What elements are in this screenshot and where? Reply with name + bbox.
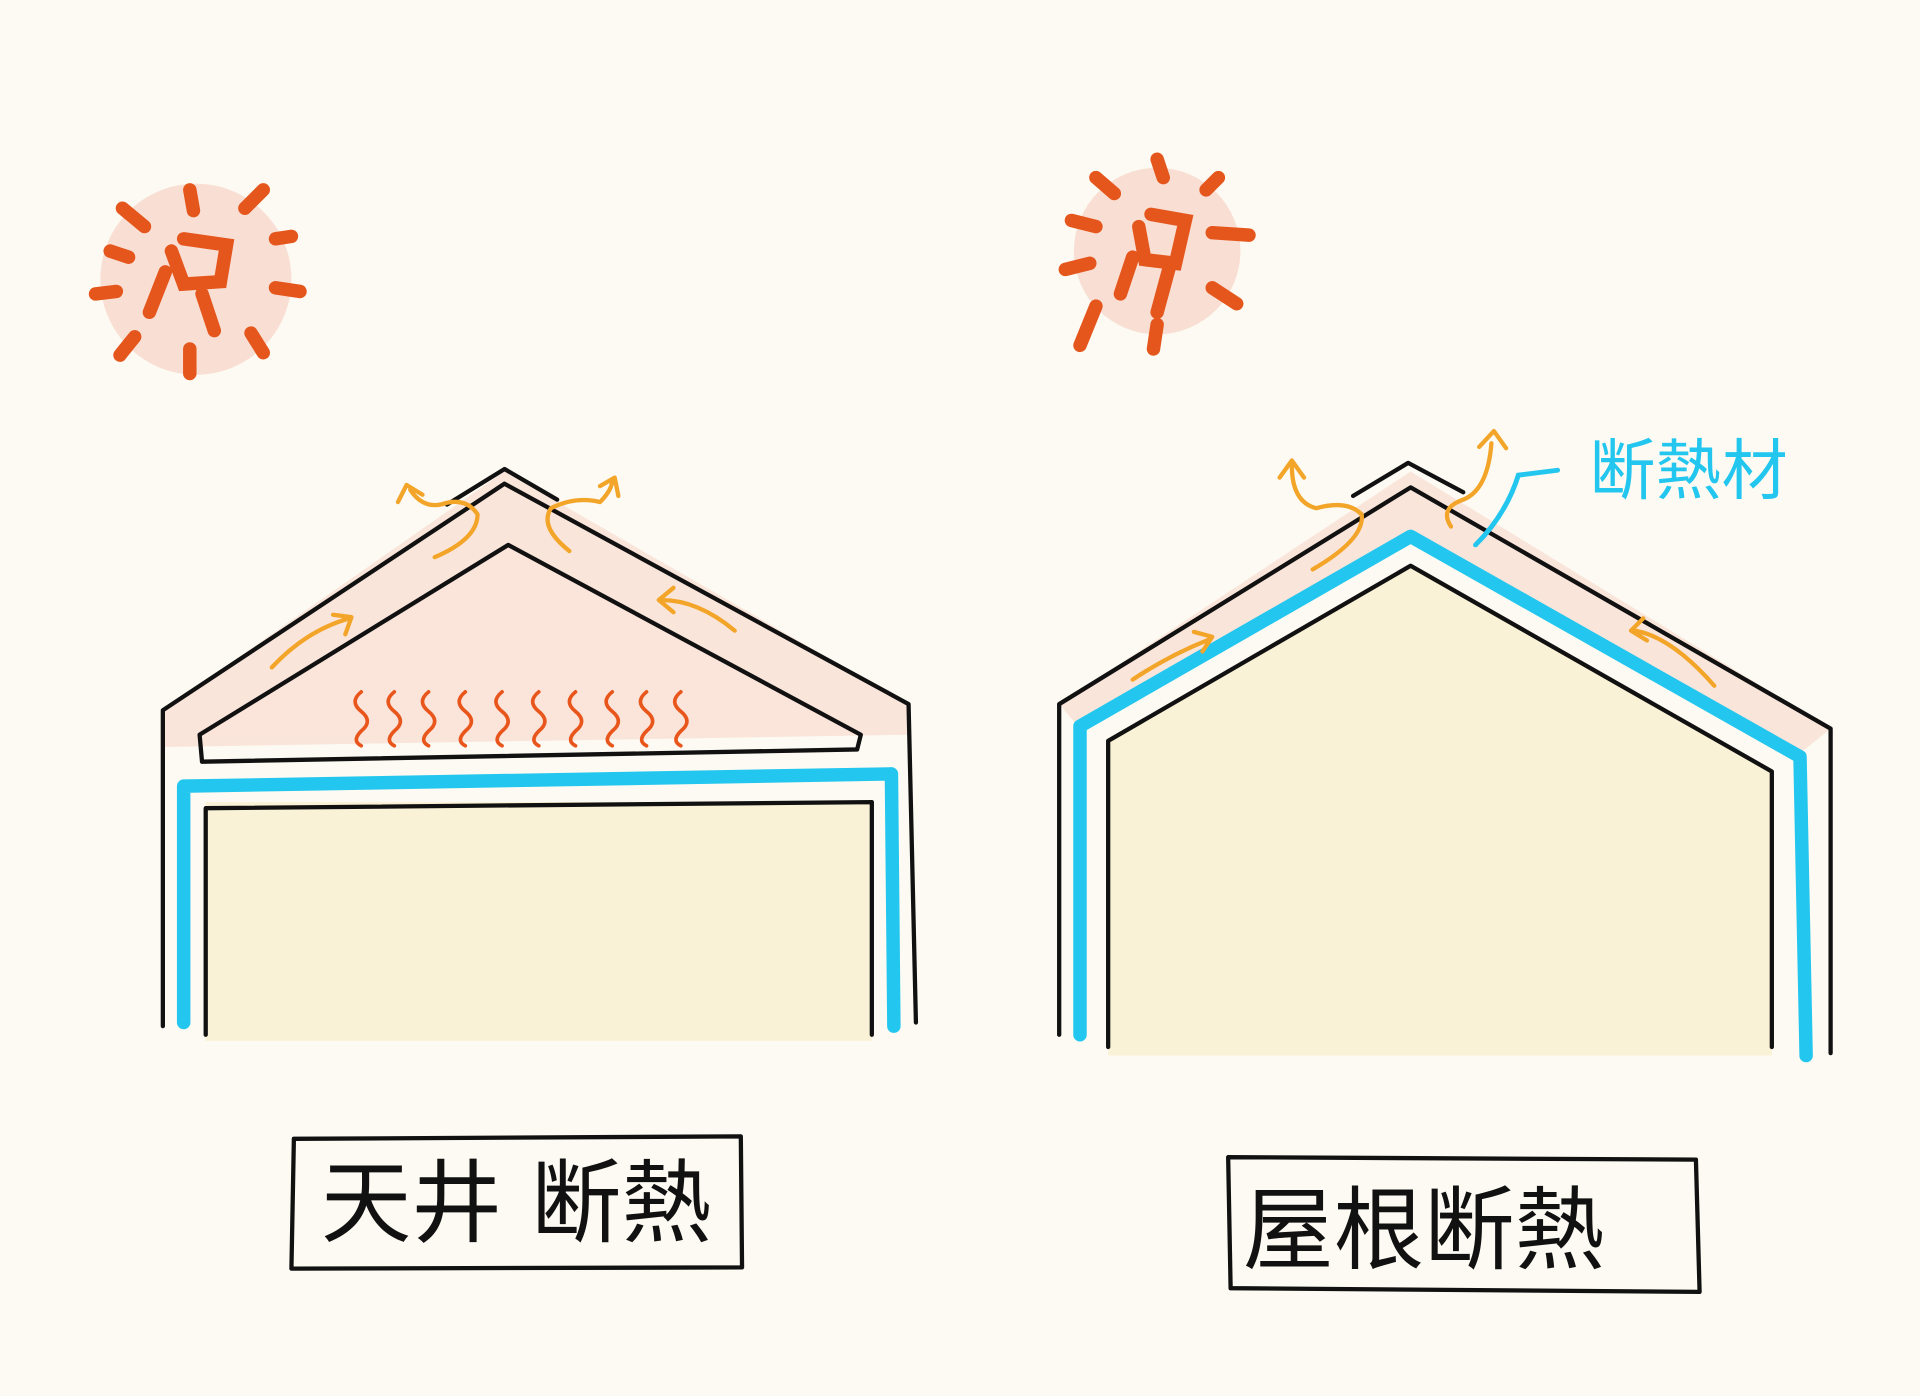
ceiling-insulation-house: 天井 断熱 (88, 183, 919, 1271)
airflow-arrows-left (269, 475, 737, 670)
caption-ceiling-insulation: 天井 断熱 (321, 1151, 712, 1256)
caption-box-left (289, 1134, 745, 1271)
heat-waves (353, 690, 689, 748)
caption-roof-insulation: 屋根断熱 (1243, 1178, 1605, 1283)
insulation-callout: 断熱材 (1589, 433, 1787, 510)
sun-icon-left (88, 183, 307, 381)
roof-insulation-house: 断熱材 屋根断熱 (1057, 152, 1833, 1295)
callout-line (1473, 467, 1560, 548)
sun-icon-right (1058, 152, 1256, 356)
airflow-arrows-right (1130, 428, 1717, 688)
caption-box-right (1226, 1155, 1702, 1295)
